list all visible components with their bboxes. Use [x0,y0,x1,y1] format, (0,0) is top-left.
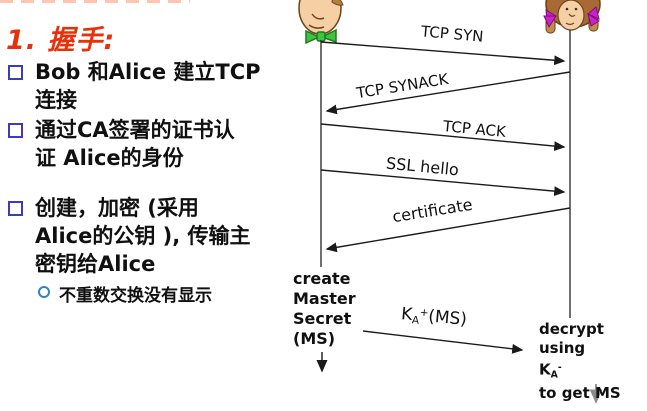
bullet-item-ca-certificate: 通过CA签署的证书认 证 Alice的身份 [8,116,235,172]
note-line: decrypt using [539,320,604,357]
arrow-tcp-ack [320,123,566,151]
bullet-item-tcp-connection: Bob 和Alice 建立TCP 连接 [8,58,261,114]
bullet-line: 连接 [35,88,77,112]
note-line: Secret [293,309,352,328]
bullet-text: Bob 和Alice 建立TCP 连接 [35,58,261,114]
page-title: 1. 握手: [6,18,115,57]
key-base: K [539,360,551,379]
square-bullet-icon [8,123,23,138]
arrow-tcp-synack [325,71,571,115]
bullet-line: 通过CA签署的证书认 [35,118,235,142]
bullet-line: 创建，加密 (采用 [35,196,199,220]
note-line: Master [293,289,356,308]
arrow-tcp-syn [320,41,566,66]
sub-bullet-nonce-note: 不重数交换没有显示 [38,281,212,306]
bullet-line: 密钥给Alice [35,252,156,276]
note-create-master-secret: create Master Secret (MS) [293,269,356,349]
arrow-ka-ms [362,330,524,354]
note-line-key: KA- [539,358,647,384]
bullet-line: 证 Alice的身份 [35,146,184,170]
sub-bullet-text: 不重数交换没有显示 [59,286,212,306]
arrow-certificate [325,207,571,253]
note-line: (MS) [293,329,336,348]
square-bullet-icon [8,201,23,216]
note-line: create [293,269,351,288]
key-sub: A [550,369,558,381]
note-line: to get MS [539,384,621,403]
alice-avatar-icon [543,0,601,34]
key-suffix: (MS) [427,306,468,330]
title-text: 握手: [47,25,116,56]
bullet-line: Alice的公钥 ), 传输主 [35,224,251,248]
bullet-text: 创建，加密 (采用 Alice的公钥 ), 传输主 密钥给Alice [35,194,251,278]
arrow-ssl-hello [320,169,566,196]
clipped-title-remnant [0,0,190,3]
bob-avatar-icon [298,0,344,45]
key-sup: - [557,362,562,373]
note-decrypt-using-ka: decrypt using KA- to get MS [539,320,647,403]
bullet-line: Bob 和Alice 建立TCP [35,60,261,84]
bullet-item-master-secret: 创建，加密 (采用 Alice的公钥 ), 传输主 密钥给Alice [8,194,251,278]
square-bullet-icon [8,65,23,80]
bullet-text: 通过CA签署的证书认 证 Alice的身份 [35,116,235,172]
title-number: 1. [6,25,38,56]
circle-bullet-icon [38,286,50,298]
